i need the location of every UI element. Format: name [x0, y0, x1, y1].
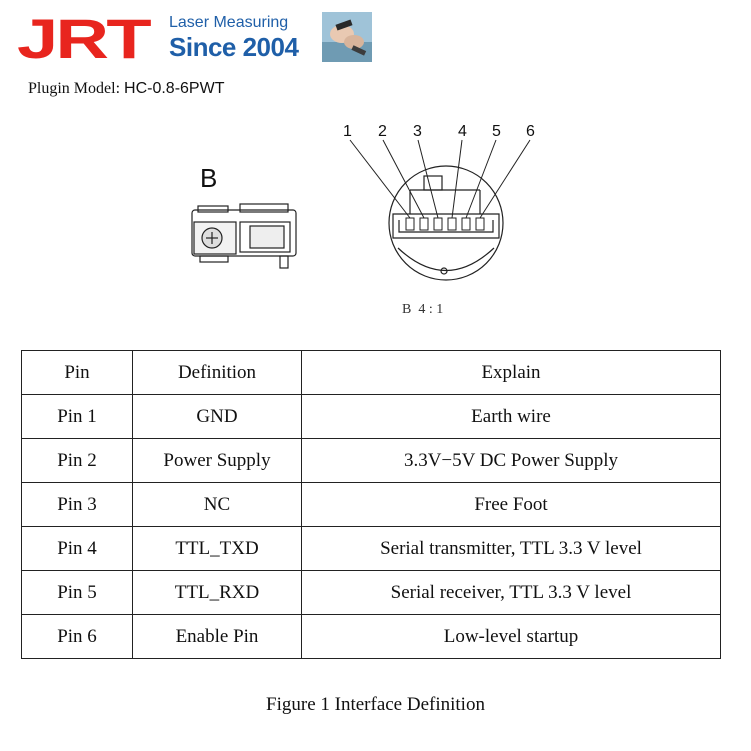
table-cell: TTL_TXD: [132, 526, 302, 571]
table-cell: TTL_RXD: [132, 570, 302, 615]
pin-number-label: 2: [378, 123, 387, 140]
table-cell: GND: [132, 394, 302, 439]
connector-drawing: 1 2 3 4 5 6 B 4 : 1: [191, 123, 535, 317]
connector-pins: [405, 217, 485, 231]
company-logo: JRT Laser Measuring Since 2004: [17, 12, 372, 68]
logo-since: Since 2004: [169, 32, 299, 62]
pin-number-label: 6: [526, 123, 535, 140]
logo-text: Laser Measuring Since 2004: [169, 14, 299, 62]
table-cell: Serial transmitter, TTL 3.3 V level: [301, 526, 721, 571]
pin-number-label: 4: [458, 123, 467, 140]
table-cell: Power Supply: [132, 438, 302, 483]
table-cell: Free Foot: [301, 482, 721, 527]
table-cell: Pin 3: [21, 482, 133, 527]
table-row: Pin 1 GND Earth wire: [21, 394, 721, 439]
view-letter: B: [200, 163, 218, 193]
table-header-row: Pin Definition Explain: [21, 350, 721, 395]
pin-number-label: 3: [413, 123, 422, 140]
module-side-view: [191, 203, 297, 269]
table-header-cell: Explain: [301, 350, 721, 395]
pin-leader-lines: [349, 139, 531, 219]
pin-number-label: 1: [343, 123, 352, 140]
table-cell: Serial receiver, TTL 3.3 V level: [301, 570, 721, 615]
scale-label: B 4 : 1: [402, 302, 443, 317]
connector-detail: [388, 165, 504, 281]
table-row: Pin 4 TTL_TXD Serial transmitter, TTL 3.…: [21, 526, 721, 571]
figure-caption: Figure 1 Interface Definition: [266, 694, 485, 715]
table-cell: Pin 5: [21, 570, 133, 615]
table-cell: Earth wire: [301, 394, 721, 439]
table-cell: Pin 6: [21, 614, 133, 659]
pin-definition-table: Pin Definition Explain Pin 1 GND Earth w…: [21, 350, 721, 659]
table-row: Pin 2 Power Supply 3.3V−5V DC Power Supp…: [21, 438, 721, 483]
logo-photo-icon: [322, 12, 372, 62]
table-row: Pin 3 NC Free Foot: [21, 482, 721, 527]
jrt-logo-letters: JRT: [17, 12, 151, 64]
table-cell: Pin 4: [21, 526, 133, 571]
plugin-model-label: Plugin Model:: [28, 80, 121, 97]
table-cell: NC: [132, 482, 302, 527]
table-row: Pin 5 TTL_RXD Serial receiver, TTL 3.3 V…: [21, 570, 721, 615]
plugin-model-line: Plugin Model: HC-0.8-6PWT: [28, 80, 224, 98]
table-header-cell: Pin: [21, 350, 133, 395]
table-cell: Low-level startup: [301, 614, 721, 659]
pin-number-label: 5: [492, 123, 501, 140]
plugin-model-value: HC-0.8-6PWT: [124, 80, 225, 97]
table-row: Pin 6 Enable Pin Low-level startup: [21, 614, 721, 659]
table-cell: 3.3V−5V DC Power Supply: [301, 438, 721, 483]
table-cell: Pin 2: [21, 438, 133, 483]
logo-tagline: Laser Measuring: [169, 14, 289, 31]
table-header-cell: Definition: [132, 350, 302, 395]
jrt-logo-mark: JRT: [17, 12, 153, 64]
table-cell: Pin 1: [21, 394, 133, 439]
table-cell: Enable Pin: [132, 614, 302, 659]
